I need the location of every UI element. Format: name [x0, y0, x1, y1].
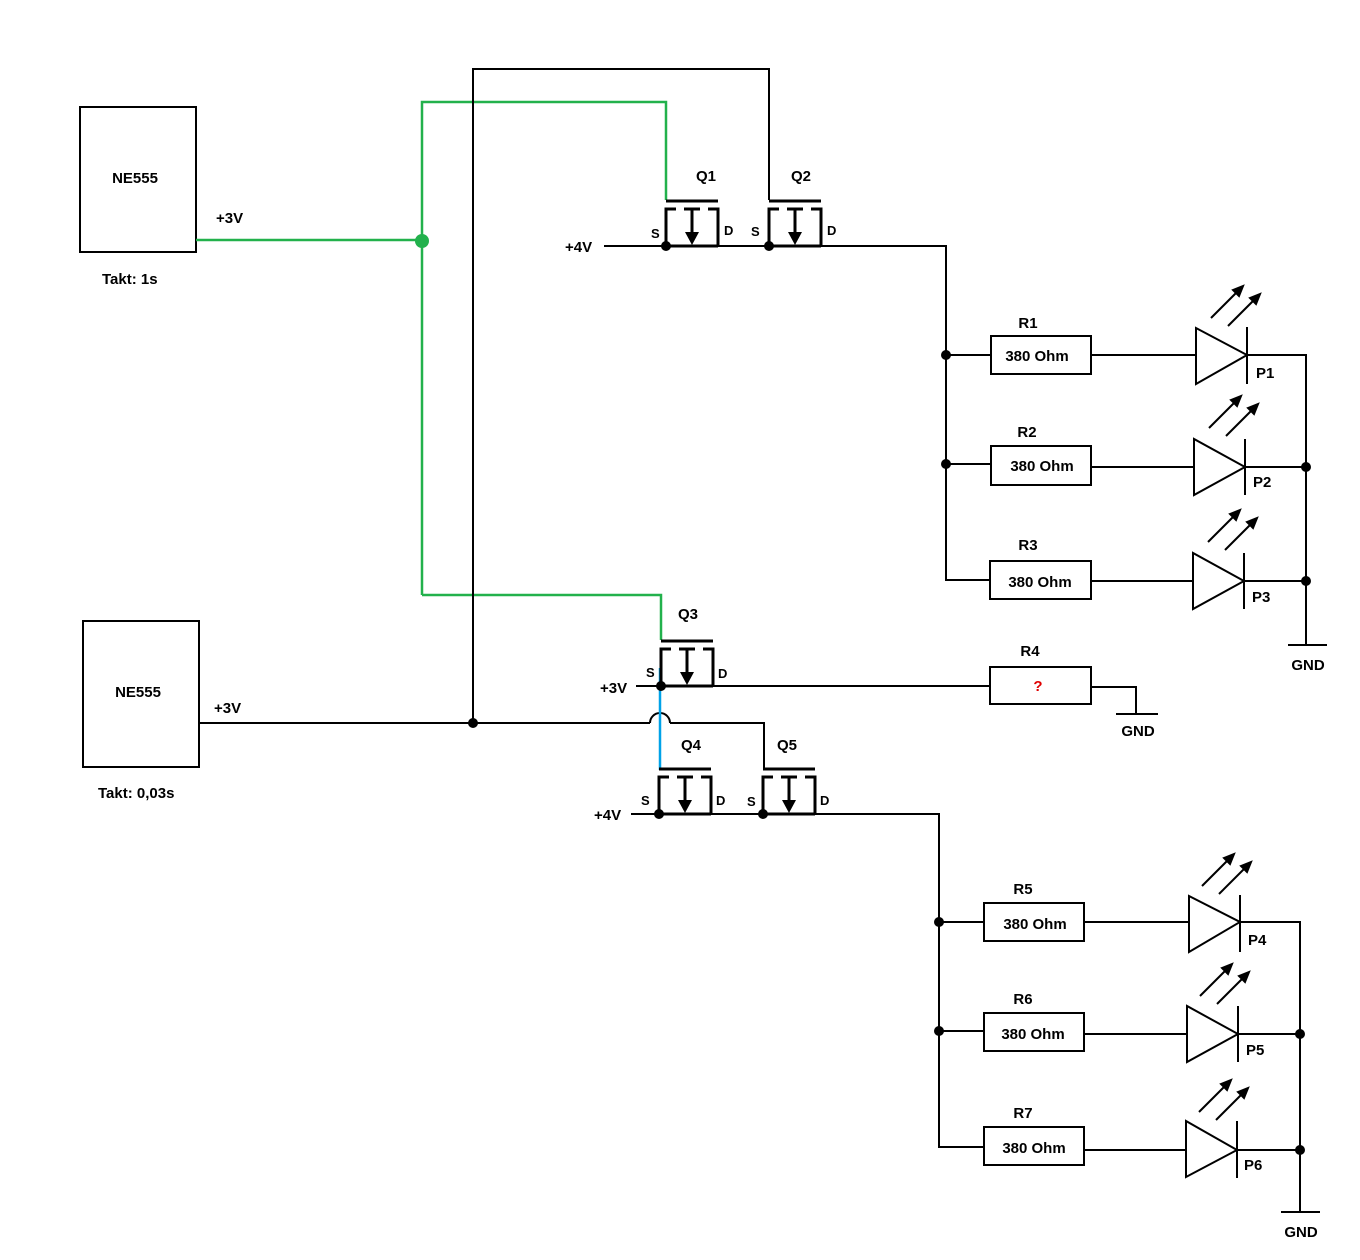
transistor-q2 [767, 199, 823, 248]
control-junction-2 [468, 718, 478, 728]
transistor-q2-label: Q2 [791, 168, 811, 185]
bank-1-ground-label: GND [1291, 657, 1325, 674]
q5-source-pin: S [747, 794, 756, 809]
ne555-timer-1 [79, 106, 197, 253]
q3-source-node [656, 681, 666, 691]
bank-1-node-r1 [941, 350, 951, 360]
bank-2-node-r5 [934, 917, 944, 927]
q2-drain-pin: D [827, 223, 836, 238]
resistor-r7-label: R7 [1013, 1105, 1032, 1122]
supply-wires [604, 245, 990, 1148]
ne555-timer-1-output-label: +3V [216, 210, 243, 227]
led-p5 [1186, 962, 1251, 1064]
ne555-timer-2 [82, 620, 200, 768]
timer-1-control-wire [196, 100, 668, 640]
resistor-r3 [989, 560, 1092, 600]
resistor-r3-value: 380 Ohm [1008, 574, 1071, 591]
transistor-q3 [659, 639, 715, 688]
led-p4 [1188, 852, 1253, 954]
resistor-r6-label: R6 [1013, 991, 1032, 1008]
led-p3 [1192, 508, 1259, 611]
r4-ground-label: GND [1121, 723, 1155, 740]
led-p2 [1193, 394, 1260, 497]
resistor-r4-label: R4 [1020, 643, 1040, 660]
led-p2-label: P2 [1253, 474, 1271, 491]
resistor-r5-label: R5 [1013, 881, 1032, 898]
led-p1-label: P1 [1256, 365, 1274, 382]
ne555-timer-2-output-label: +3V [214, 700, 241, 717]
q4-supply-label: +4V [594, 807, 621, 824]
ne555-timer-2-takt: Takt: 0,03s [98, 785, 174, 802]
resistor-r2-label: R2 [1017, 424, 1036, 441]
resistor-r4 [989, 666, 1092, 705]
q1-source-pin: S [651, 226, 660, 241]
bank-2-node-p5 [1295, 1029, 1305, 1039]
transistor-q1 [664, 199, 720, 248]
resistor-r7 [983, 1126, 1085, 1166]
led-p4-label: P4 [1248, 932, 1267, 949]
ne555-timer-1-label: NE555 [112, 170, 158, 187]
led-p6 [1185, 1078, 1250, 1179]
transistor-q5 [761, 767, 817, 816]
r4-ground-wire [1091, 686, 1158, 715]
led-p1 [1195, 284, 1262, 386]
resistor-r5 [983, 902, 1085, 942]
led-p5-label: P5 [1246, 1042, 1264, 1059]
transistor-q1-label: Q1 [696, 168, 716, 185]
q3-drain-pin: D [718, 666, 727, 681]
q5-source-node [758, 809, 768, 819]
q3-source-pin: S [646, 665, 655, 680]
transistor-q4 [657, 767, 713, 816]
resistor-r1-value: 380 Ohm [1005, 348, 1068, 365]
q5-drain-pin: D [820, 793, 829, 808]
bank-1-node-r2 [941, 459, 951, 469]
resistor-r6 [983, 1012, 1085, 1052]
led-bank-1-wires [946, 354, 1327, 646]
q4-drain-pin: D [716, 793, 725, 808]
resistor-r1-label: R1 [1018, 315, 1037, 332]
resistor-r7-value: 380 Ohm [1002, 1140, 1065, 1157]
control-junction [415, 234, 429, 248]
ne555-timer-2-label: NE555 [115, 684, 161, 701]
led-p6-label: P6 [1244, 1157, 1262, 1174]
resistor-r2-value: 380 Ohm [1010, 458, 1073, 475]
ne555-timer-1-takt: Takt: 1s [102, 271, 158, 288]
q2-source-pin: S [751, 224, 760, 239]
q1-supply-label: +4V [565, 239, 592, 256]
resistor-r3-label: R3 [1018, 537, 1037, 554]
q3-supply-label: +3V [600, 680, 627, 697]
transistor-q5-label: Q5 [777, 737, 797, 754]
timer-2-control-wire [199, 68, 770, 769]
resistor-r4-value: ? [1033, 678, 1042, 695]
bank-1-node-p3 [1301, 576, 1311, 586]
q4-source-pin: S [641, 793, 650, 808]
bank-2-ground-label: GND [1284, 1224, 1318, 1241]
q4-source-node [654, 809, 664, 819]
q1-drain-pin: D [724, 223, 733, 238]
bank-2-node-p6 [1295, 1145, 1305, 1155]
resistor-r2 [990, 445, 1092, 486]
resistor-r5-value: 380 Ohm [1003, 916, 1066, 933]
resistor-r6-value: 380 Ohm [1001, 1026, 1064, 1043]
q2-source-node [764, 241, 774, 251]
resistor-r1 [990, 335, 1092, 375]
transistor-q4-label: Q4 [681, 737, 702, 754]
q1-source-node [661, 241, 671, 251]
led-p3-label: P3 [1252, 589, 1270, 606]
bank-2-node-r6 [934, 1026, 944, 1036]
led-bank-2-wires [939, 921, 1320, 1213]
bank-1-node-p2 [1301, 462, 1311, 472]
transistor-q3-label: Q3 [678, 606, 698, 623]
